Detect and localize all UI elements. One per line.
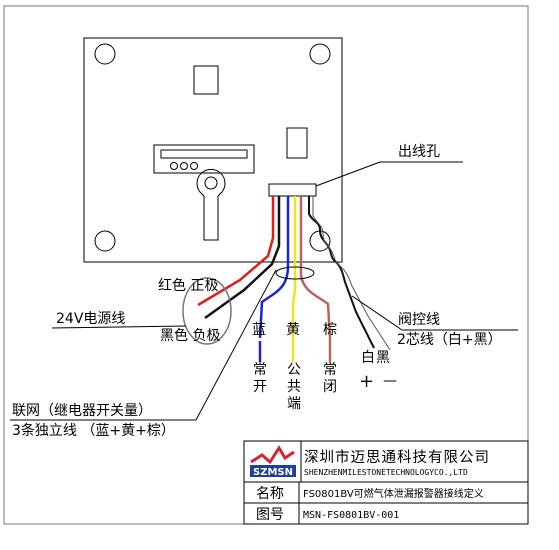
power-wire-circle (182, 277, 232, 345)
minus-terminal-label: — (383, 373, 397, 389)
normally-closed-char-2: 闭 (323, 379, 337, 395)
valve-line-label: 阀控线 (398, 312, 440, 328)
company-name-en: SHENZHENMILESTONETECHNOLOGYCO.,LTD (304, 468, 468, 477)
power-line-label: 24V电源线 (56, 311, 125, 327)
logo-red-swoosh (250, 445, 295, 465)
lcd-inner (160, 149, 248, 159)
lcd-display (153, 144, 255, 174)
network-bundle-ring (275, 266, 315, 280)
company-name-cn: 深圳市迈思通科技有限公司 (304, 449, 490, 466)
outlet-hole-box (268, 183, 317, 197)
yellow-wire (291, 196, 297, 362)
name-field-value: FS0801BV可燃气体泄漏报警器接线定义 (303, 487, 484, 500)
valve-white-wire (312, 196, 391, 351)
outlet-leader-line (315, 161, 381, 187)
sensor-window (193, 65, 219, 95)
blue-label: 蓝 (252, 322, 266, 338)
red-positive-label: 红色 正极 (158, 277, 218, 294)
white-wire-label: 白 (361, 350, 375, 366)
yellow-label: 黄 (286, 321, 300, 338)
network-leader-line (195, 269, 277, 421)
black-negative-label: 黑色 负极 (160, 327, 220, 344)
valve-leader-line (351, 295, 403, 331)
brown-label: 棕 (323, 322, 337, 338)
common-char-2: 共 (287, 379, 301, 395)
three-wires-label: 3条独立线 （蓝+黄+棕） (12, 422, 175, 439)
mount-hole-top-left (94, 43, 116, 65)
normally-open-char-1: 常 (253, 362, 267, 378)
button-2 (180, 162, 188, 170)
keyhole-slot (196, 168, 226, 241)
network-label: 联网（继电器开关量） (12, 403, 152, 419)
logo-blue-bar (250, 465, 296, 477)
normally-closed-label: 常 闭 (323, 362, 337, 395)
normally-open-label: 常 开 (253, 362, 267, 395)
normally-closed-char-1: 常 (323, 362, 337, 378)
plus-terminal-label: + (359, 371, 374, 392)
red-wire (197, 196, 275, 307)
power-line-leader (51, 325, 187, 329)
drawing-number-value: MSN-FS0801BV-001 (303, 510, 399, 521)
outlet-hole-label: 出线孔 (398, 144, 440, 160)
company-logo: SZMSN (249, 445, 297, 478)
black-power-wire (204, 196, 281, 320)
mount-hole-bottom-left (94, 230, 116, 252)
name-field-label: 名称 (256, 486, 284, 502)
button-1 (170, 162, 178, 170)
common-char-3: 端 (287, 396, 301, 412)
blue-wire (258, 196, 290, 362)
drawing-number-label: 图号 (256, 507, 284, 523)
common-char-1: 公 (287, 362, 301, 378)
button-3 (190, 162, 198, 170)
two-core-label: 2芯线（白+黑） (397, 332, 502, 348)
logo-text: SZMSN (253, 467, 293, 478)
device-panel (83, 37, 343, 263)
side-window (286, 127, 308, 159)
brown-wire (299, 196, 332, 362)
black-wire-label: 黑 (376, 350, 390, 366)
keyhole-inner (204, 176, 218, 190)
normally-open-char-2: 开 (253, 379, 267, 395)
mount-hole-top-right (309, 43, 331, 65)
common-label: 公 共 端 (287, 362, 301, 412)
